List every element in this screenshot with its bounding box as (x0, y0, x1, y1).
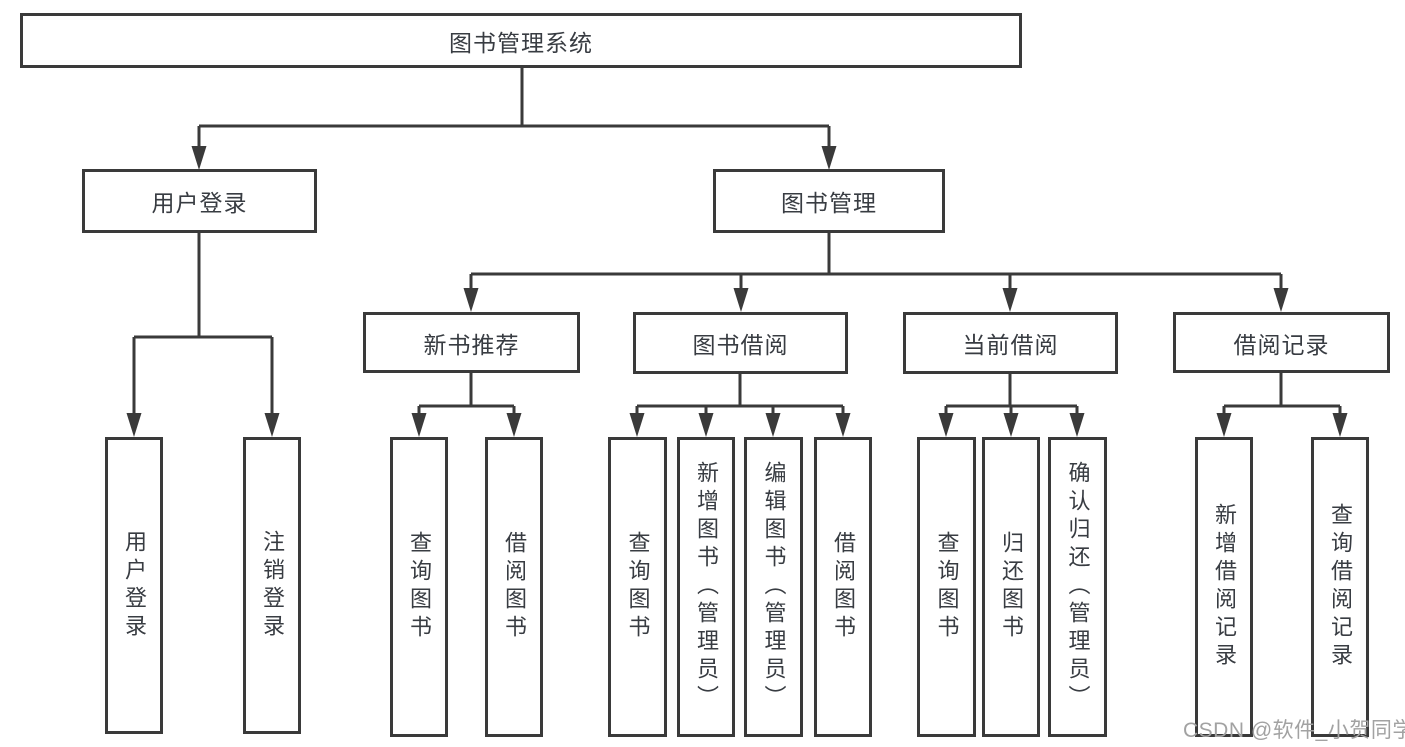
leaf-borrow-edit-books-admin: 编辑图书（管理员） (744, 437, 803, 737)
leaf-label: 用户登录 (122, 529, 147, 642)
leaf-borrow-query-books: 查询图书 (608, 437, 667, 737)
leaf-label: 查询图书 (407, 531, 432, 643)
leaf-current-query-books: 查询图书 (917, 437, 976, 737)
arrowheads (126, 146, 1348, 437)
node-book-management-label: 图书管理 (781, 190, 877, 216)
leaf-records-query-record: 查询借阅记录 (1311, 437, 1369, 737)
leaf-logout: 注销登录 (243, 437, 301, 734)
leaf-label: 查询图书 (934, 531, 960, 643)
leaf-label: 新增借阅记录 (1212, 503, 1237, 671)
leaf-current-return-books: 归还图书 (982, 437, 1040, 737)
node-borrow-records: 借阅记录 (1173, 312, 1390, 373)
leaf-label: 归还图书 (999, 531, 1024, 643)
node-book-management: 图书管理 (713, 169, 945, 233)
node-current-borrow: 当前借阅 (903, 312, 1118, 374)
node-user-login-label: 用户登录 (151, 190, 248, 216)
leaf-label: 确认归还（管理员） (1065, 461, 1091, 713)
leaf-borrow-add-books-admin: 新增图书（管理员） (677, 437, 735, 737)
node-book-borrow: 图书借阅 (633, 312, 848, 374)
leaf-label: 借阅图书 (831, 531, 856, 643)
leaf-label: 新增图书（管理员） (694, 461, 719, 713)
leaf-borrow-borrow-books: 借阅图书 (814, 437, 872, 737)
leaf-label: 查询借阅记录 (1328, 503, 1353, 671)
leaf-current-confirm-return-admin: 确认归还（管理员） (1048, 437, 1107, 737)
tree-edges (132, 68, 1342, 417)
watermark-text: CSDN @软件_小贺同学 (1183, 719, 1405, 742)
node-borrow-records-label: 借阅记录 (1233, 331, 1330, 358)
node-root: 图书管理系统 (20, 13, 1022, 68)
leaf-label: 借阅图书 (502, 531, 527, 643)
leaf-label: 查询图书 (625, 531, 651, 643)
leaf-newbook-query-books: 查询图书 (390, 437, 448, 737)
leaf-newbook-borrow-books: 借阅图书 (485, 437, 543, 737)
leaf-label: 注销登录 (260, 529, 285, 642)
leaf-user-login: 用户登录 (105, 437, 163, 734)
leaf-label: 编辑图书（管理员） (761, 461, 787, 713)
node-new-book-recommend-label: 新书推荐 (423, 331, 520, 358)
node-current-borrow-label: 当前借阅 (962, 332, 1059, 358)
node-user-login: 用户登录 (82, 169, 317, 233)
node-new-book-recommend: 新书推荐 (363, 312, 580, 373)
leaf-records-add-record: 新增借阅记录 (1195, 437, 1253, 737)
node-book-borrow-label: 图书借阅 (692, 332, 789, 358)
node-root-label: 图书管理系统 (449, 29, 593, 56)
